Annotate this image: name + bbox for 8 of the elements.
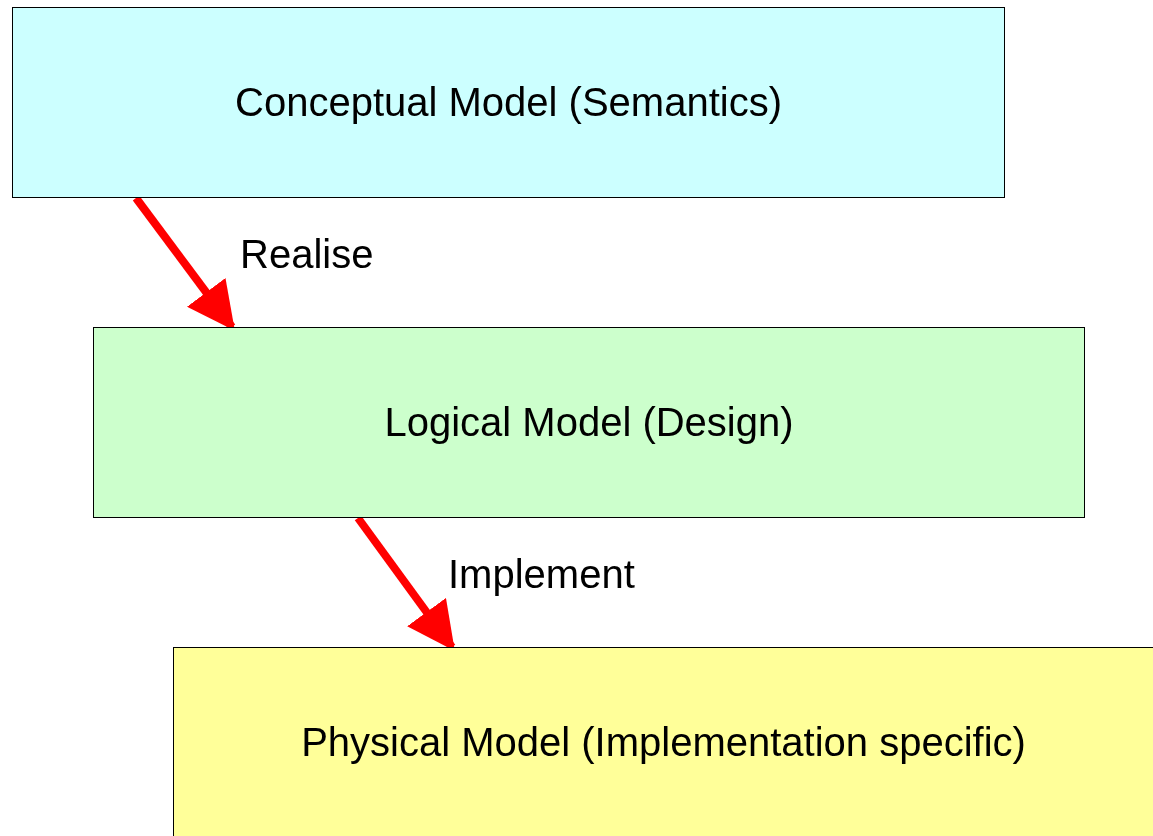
model-title: Conceptual Model (Semantics)	[235, 80, 782, 125]
model-title: Logical Model (Design)	[384, 400, 794, 445]
model-box	[173, 647, 1153, 836]
model-box	[12, 7, 1005, 198]
model-title: Physical Model (Implementation specific)	[301, 719, 1026, 765]
edge-label: Realise	[240, 232, 374, 277]
model-box	[93, 327, 1085, 518]
edge-label: Implement	[448, 552, 635, 597]
